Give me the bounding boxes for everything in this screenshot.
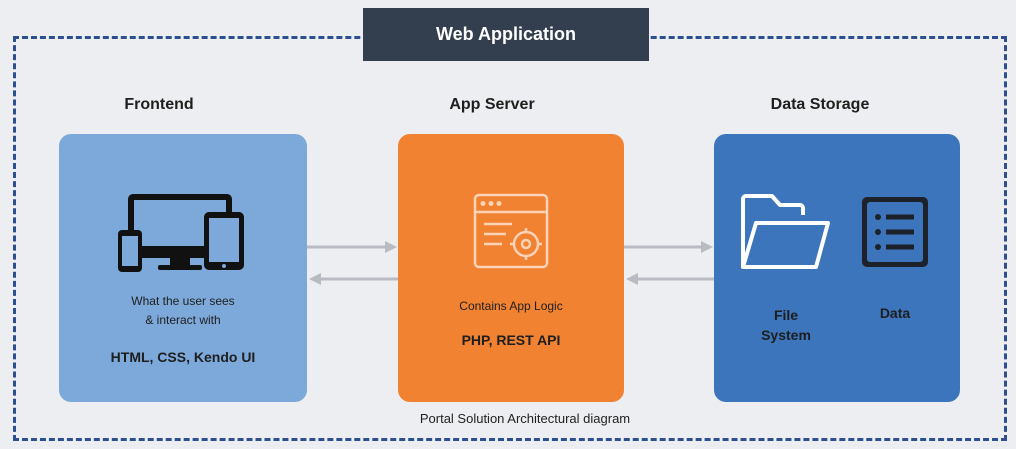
app-server-description: Contains App Logic [459,299,563,313]
frontend-description-line1: What the user sees [131,294,235,308]
file-system-label-line1: File [773,307,799,323]
frontend-title: Frontend [124,96,194,113]
arrow-frontend-to-appserver [307,241,397,253]
diagram-caption: Portal Solution Architectural diagram [419,411,631,426]
file-system-label-line2: System [761,327,811,343]
frontend-tech: HTML, CSS, Kendo UI [110,349,256,365]
app-server-tech: PHP, REST API [461,332,561,348]
data-storage-title: Data Storage [770,96,870,113]
app-logic-icon [473,193,549,269]
devices-icon [118,194,244,272]
arrow-datastorage-to-appserver [626,273,714,285]
arrow-appserver-to-frontend [309,273,398,285]
web-application-banner: Web Application [363,8,649,61]
frontend-description-line2: & interact with [145,313,221,327]
arrow-appserver-to-datastorage [624,241,713,253]
data-label: Data [879,305,911,321]
app-server-title: App Server [449,96,535,113]
data-list-icon [862,197,928,267]
banner-title: Web Application [435,24,576,44]
folder-icon [741,194,830,269]
